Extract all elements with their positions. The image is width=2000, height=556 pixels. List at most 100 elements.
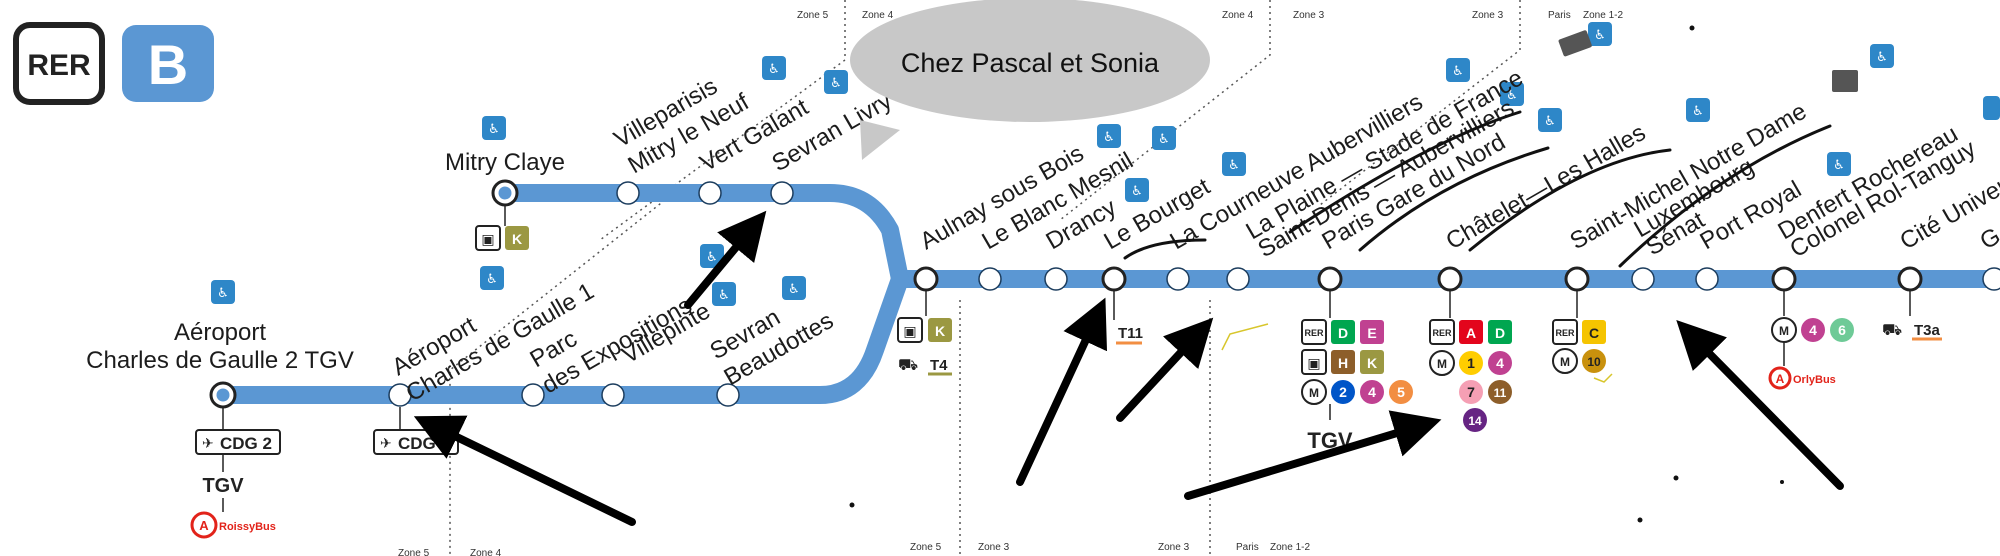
train-icon [1301, 349, 1327, 375]
rer-d-label: D [1495, 325, 1505, 341]
svg-text:♿: ♿ [1594, 27, 1606, 42]
metro-4-label: 4 [1496, 355, 1504, 371]
station-dot-connection [1564, 266, 1590, 292]
zone-label: Zone 5 [797, 10, 829, 21]
wheelchair-icon: ♿ [1222, 152, 1246, 176]
connections-chatelet: RER A D M 1 4 7 11 14 [1429, 291, 1512, 432]
station-dots [209, 179, 2000, 409]
station-dot-connection [1101, 266, 1127, 292]
rer-c-badge [1582, 320, 1606, 344]
terminus-inner [498, 186, 512, 200]
svg-text:♿: ♿ [768, 61, 780, 76]
metro-4-badge [1360, 380, 1384, 404]
zone-boundary-lower-left [449, 199, 666, 556]
rer-badge-label: RER [1555, 328, 1575, 338]
station-dot [978, 267, 1002, 291]
svg-text:♿: ♿ [486, 271, 498, 286]
speech-bubble-body [850, 0, 1210, 122]
svg-text:♿: ♿ [788, 281, 800, 296]
wheelchair-icon: ♿ [712, 282, 736, 306]
connections-cite-universitaire: ⛟ T3a [1882, 291, 1942, 341]
zone-label: Zone 1-2 [1270, 542, 1310, 553]
line-k-label: K [1367, 355, 1377, 371]
svg-text:♿: ♿ [1833, 157, 1845, 172]
handwritten-underline [1123, 238, 1207, 260]
zone-boundary-upper-mid [1059, 0, 1271, 221]
rer-logo-text: RER [27, 49, 91, 82]
svg-text:♿: ♿ [1158, 131, 1170, 146]
cdg1-badge-label: CDG 1 [398, 434, 450, 453]
escalator-icon [1558, 30, 1592, 57]
tram-icon: ⛟ [1882, 322, 1902, 339]
station-dot [770, 181, 794, 205]
rer-a-label: A [1466, 325, 1476, 341]
line-k-badge [928, 318, 952, 342]
annotation-arrows [413, 210, 1844, 526]
wheelchair-icon: ♿ [1097, 124, 1121, 148]
t4-label: T4 [930, 357, 948, 374]
station-dot [1695, 267, 1719, 291]
tram-icon: ⛟ [898, 357, 918, 374]
train-icon [475, 225, 501, 251]
handwritten-underlines [1123, 110, 1832, 268]
wheelchair-icon: ♿ [782, 276, 806, 300]
wheelchair-icon: ♿ [762, 56, 786, 80]
metro-10-badge [1582, 349, 1606, 373]
rer-badge-label: RER [1304, 328, 1324, 338]
stray-dots [849, 25, 1784, 523]
line-b-logo-text: B [148, 33, 188, 96]
line-h-badge [1331, 350, 1355, 374]
metro-icon [1301, 379, 1327, 405]
station-name: Mitry Claye [445, 149, 565, 176]
connections-mitry: ▣ K [475, 205, 529, 251]
yellow-scribble [1593, 373, 1613, 383]
station-dot [1982, 267, 2000, 291]
zone-label: Zone 5 [910, 542, 942, 553]
rer-badge [1301, 319, 1327, 345]
train-glyph: ▣ [481, 231, 494, 247]
station-dot [1044, 267, 1068, 291]
line-k-badge [1360, 350, 1384, 374]
station-dot [388, 383, 412, 407]
station-dot-connection [1897, 266, 1923, 292]
rer-e-label: E [1367, 325, 1376, 341]
roissybus-icon [190, 511, 218, 539]
svg-text:♿: ♿ [1228, 157, 1240, 172]
station-dot [1631, 267, 1655, 291]
roissybus-label: RoissyBus [219, 521, 276, 533]
station-dot [521, 383, 545, 407]
handwritten-underline [1618, 124, 1832, 268]
svg-text:♿: ♿ [1544, 113, 1556, 128]
wheelchair-icon: ♿ [1125, 178, 1149, 202]
metro-11-badge [1488, 380, 1512, 404]
station-dot [1166, 267, 1190, 291]
connections-aulnay: ▣ K ⛟ T4 [897, 291, 952, 376]
metro-7-badge [1459, 380, 1483, 404]
dot [1689, 25, 1695, 31]
metro-label: M [1309, 386, 1319, 400]
speech-bubble-text: Chez Pascal et Sonia [901, 48, 1160, 78]
station-name: G [1976, 222, 2000, 255]
line-b-logo-box [122, 25, 214, 102]
svg-text:♿: ♿ [488, 121, 500, 136]
metro-label: M [1560, 355, 1570, 369]
rer-badge [1429, 319, 1455, 345]
eiffel-icon: A [1776, 372, 1785, 386]
connections-denfert: M 4 6 A OrlyBus [1768, 291, 1854, 390]
connections-cdg2: ✈ CDG 2 TGV A RoissyBus [190, 407, 281, 539]
zone-labels: Zone 5 Zone 4 Zone 4 Zone 3 Zone 3 Paris… [398, 10, 1623, 556]
rer-badge-label: RER [1432, 328, 1452, 338]
svg-text:♿: ♿ [1103, 129, 1115, 144]
connections-saint-michel: RER C M 10 [1552, 291, 1606, 374]
metro-7-label: 7 [1467, 384, 1475, 400]
wheelchair-icon [1983, 96, 2000, 120]
dot [1673, 475, 1679, 481]
rer-d-badge [1331, 320, 1355, 344]
wheelchair-icon: ♿ [1827, 152, 1851, 176]
zone-boundaries [449, 0, 1521, 556]
zone-label: Zone 4 [862, 10, 894, 21]
metro-4-badge [1801, 318, 1825, 342]
metro-4-label: 4 [1368, 384, 1376, 400]
wheelchair-icon: ♿ [1500, 82, 1524, 106]
